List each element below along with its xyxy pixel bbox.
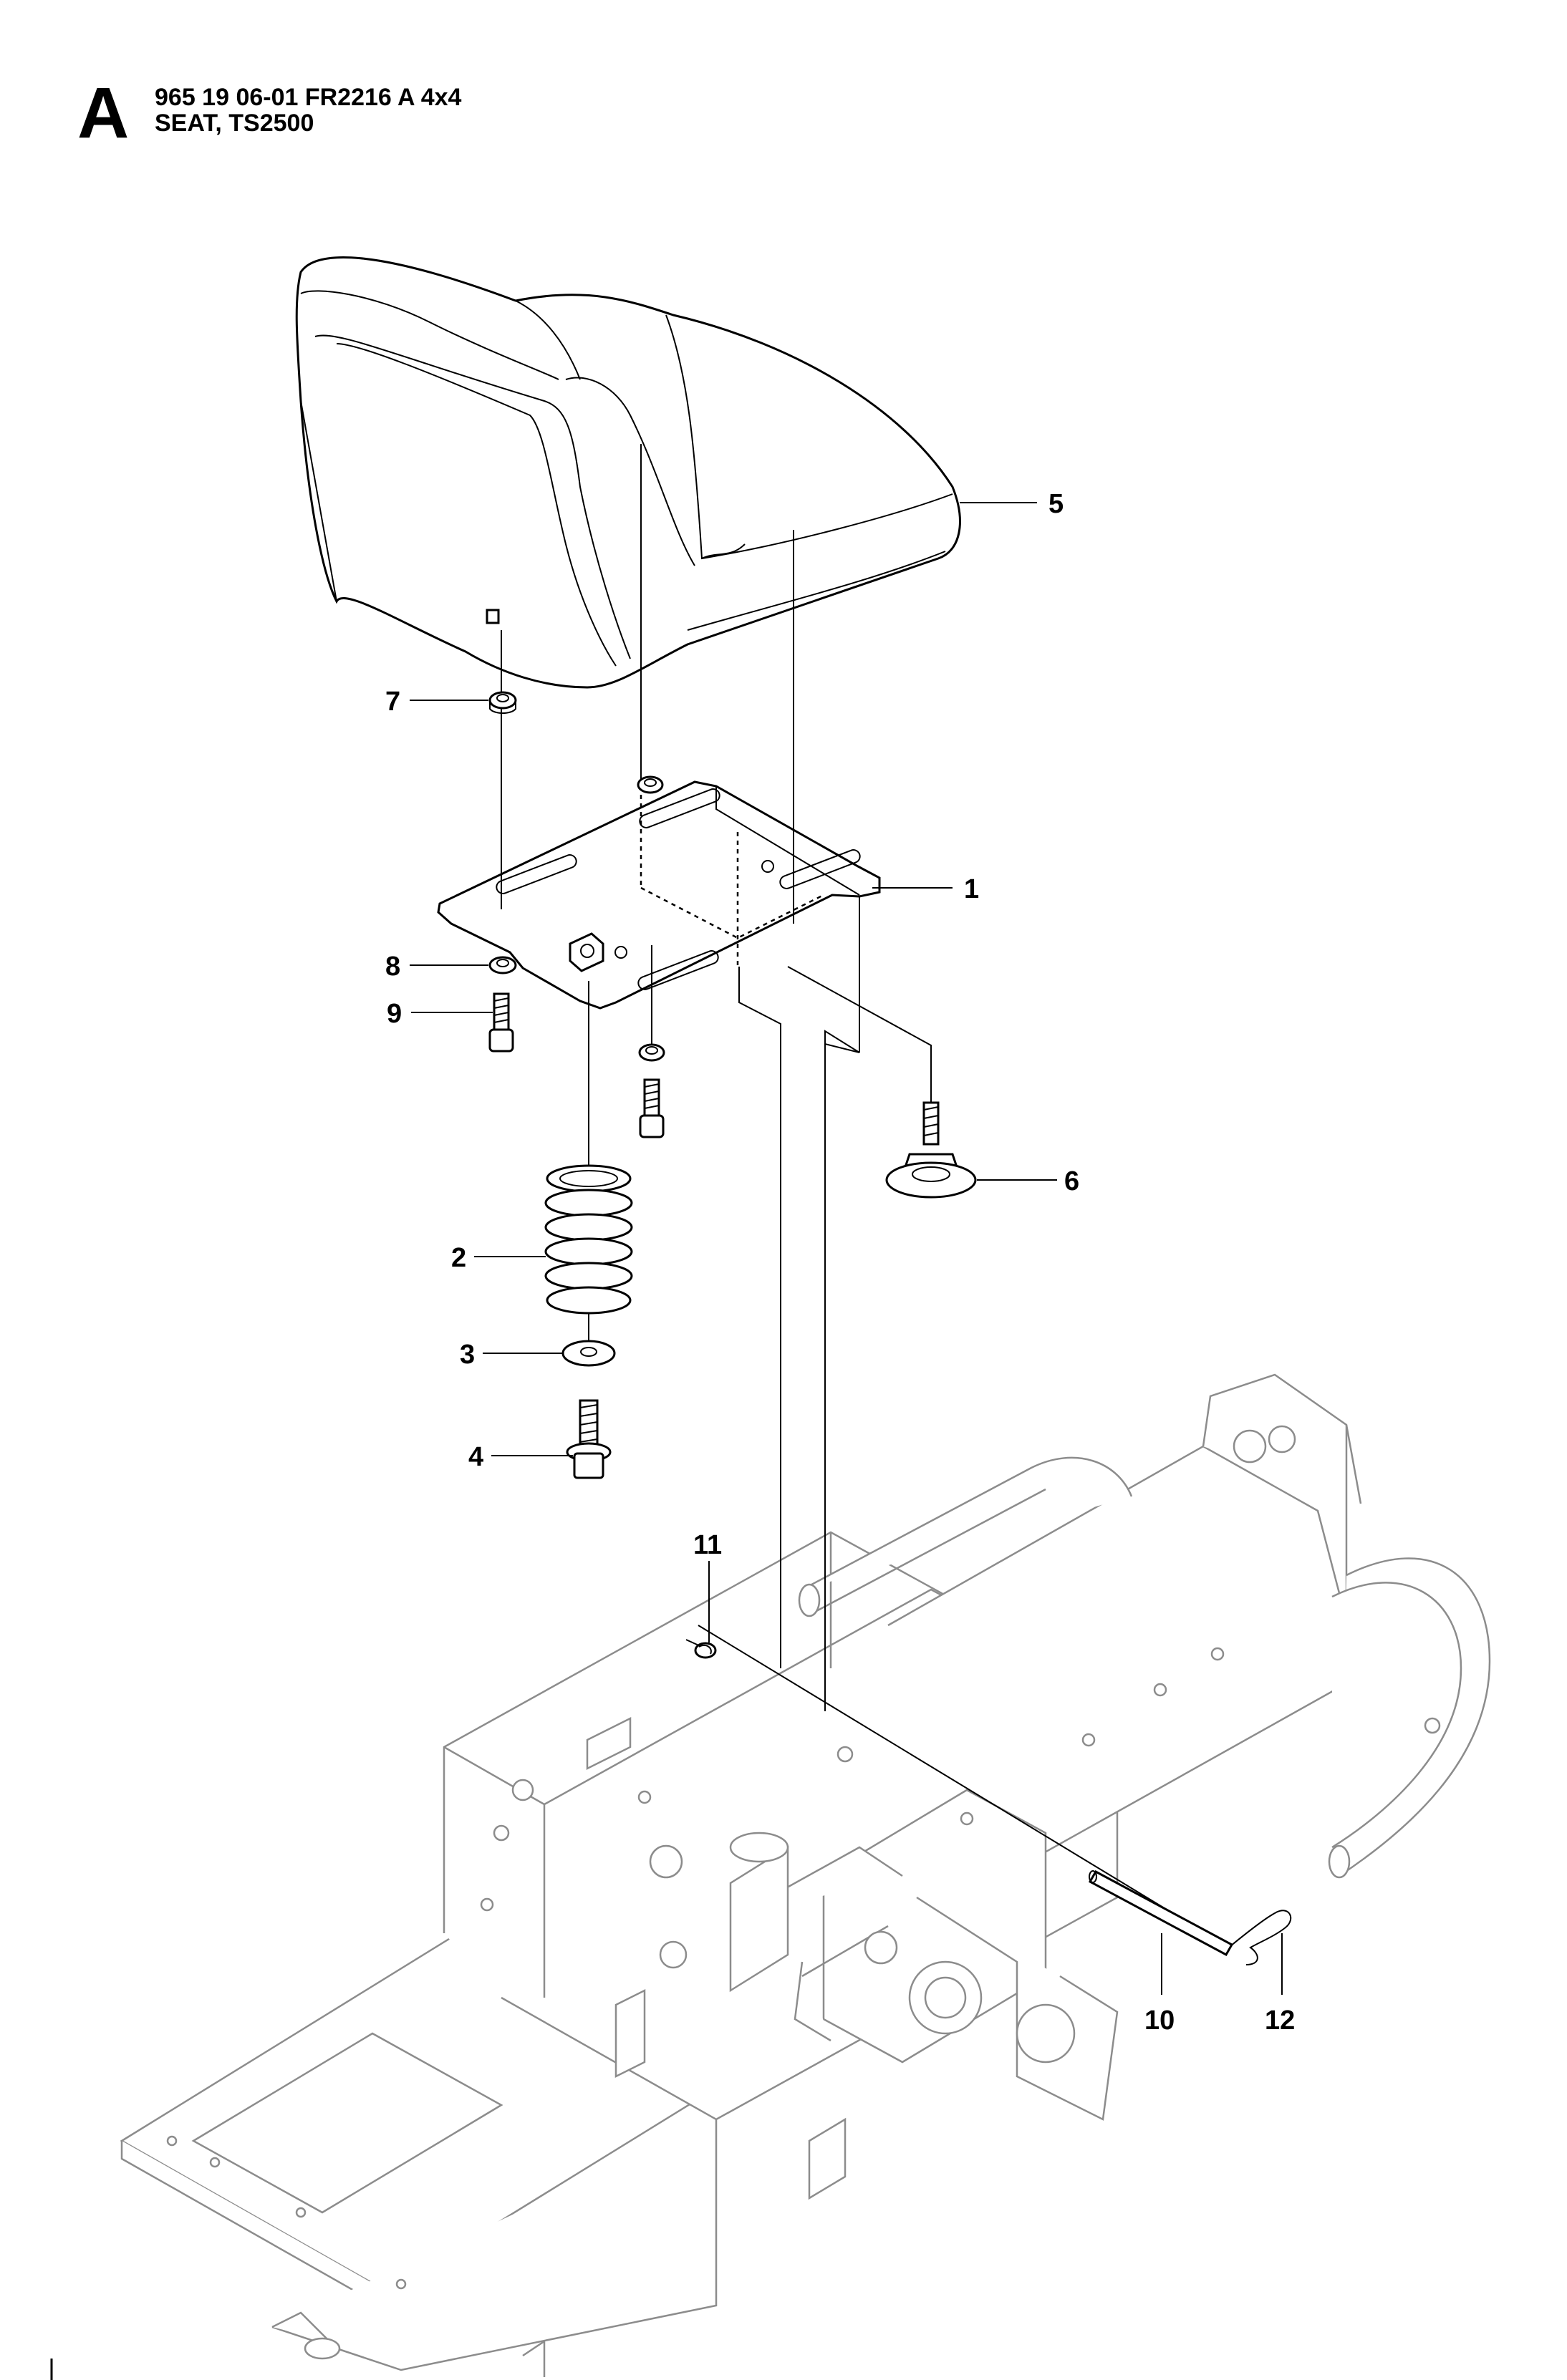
- part-number-line: 965 19 06-01 FR2216 A 4x4: [155, 84, 462, 111]
- r-clip-part-12: [1230, 1910, 1292, 1965]
- callout-4: 4: [468, 1442, 483, 1472]
- assembly-line: [698, 1625, 1218, 1941]
- tractor-frame: [120, 1373, 1491, 2377]
- washer-part-8: [488, 956, 517, 974]
- bolt-lower: [639, 1078, 665, 1138]
- callout-2: 2: [451, 1243, 466, 1273]
- callout-3: 3: [460, 1340, 475, 1370]
- callout-8: 8: [385, 952, 400, 982]
- callout-9: 9: [387, 999, 402, 1029]
- callout-12: 12: [1265, 2006, 1295, 2036]
- spring-part-2: [544, 1164, 633, 1315]
- washer-part-3: [561, 1340, 616, 1367]
- seat-stud: [486, 609, 500, 624]
- callout-6: 6: [1064, 1166, 1079, 1196]
- assembly-line: [787, 966, 932, 1117]
- callout-1: 1: [964, 874, 979, 904]
- bolt-part-9: [488, 992, 514, 1053]
- washer-part-7: [488, 691, 517, 714]
- washer-lower: [638, 1043, 665, 1062]
- pin-part-10: [1088, 1869, 1234, 1957]
- seat-plate-part-1: [437, 780, 881, 1711]
- callout-10: 10: [1144, 2006, 1175, 2036]
- guide-line: [640, 886, 824, 939]
- callout-11: 11: [693, 1530, 722, 1560]
- diagram-title: SEAT, TS2500: [155, 110, 314, 137]
- section-letter: A: [77, 73, 130, 153]
- callout-7: 7: [385, 687, 400, 717]
- clip-part-11: [685, 1639, 717, 1659]
- knob-part-6: [885, 1101, 977, 1199]
- washer-upper: [637, 775, 664, 794]
- diagram-header: 965 19 06-01 FR2216 A 4x4 SEAT, TS2500: [155, 84, 461, 136]
- bolt-part-4: [566, 1399, 612, 1479]
- seat-part-5: [295, 256, 961, 689]
- callout-5: 5: [1048, 489, 1064, 519]
